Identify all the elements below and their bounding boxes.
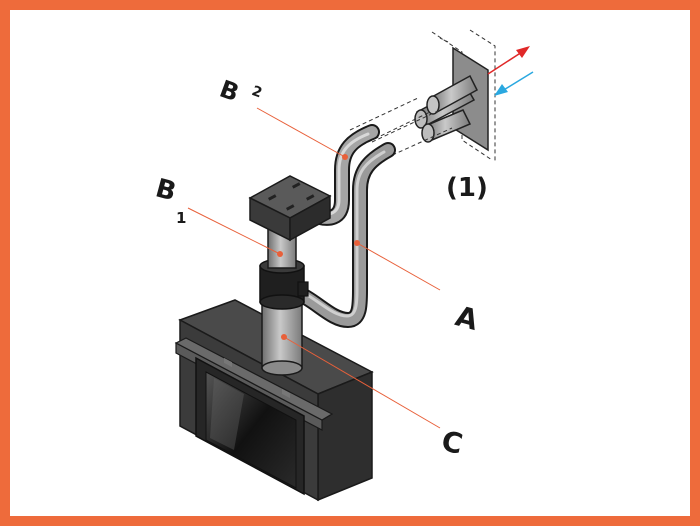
label-a: A xyxy=(452,299,482,337)
leader-dots xyxy=(277,154,360,340)
leader-lines xyxy=(187,107,441,429)
leader-b2 xyxy=(256,107,346,158)
intake-arrowhead xyxy=(494,84,508,96)
leader-b1 xyxy=(187,207,281,255)
leader-a xyxy=(356,242,441,291)
exhaust-arrowhead xyxy=(516,46,530,58)
label-b1-subscript: 1 xyxy=(176,209,186,227)
label-b2-subscript: 2 xyxy=(250,83,265,101)
pipe-a xyxy=(282,142,396,329)
wall-terminal xyxy=(414,29,534,162)
label-b1: B xyxy=(152,173,179,207)
label-c: C xyxy=(439,424,466,461)
junction-box xyxy=(248,175,332,242)
exhaust-arrow xyxy=(487,51,523,75)
connection-guides xyxy=(349,97,453,159)
intake-arrow xyxy=(501,71,534,92)
leader-c xyxy=(283,336,441,429)
label-wall-terminal: (1) xyxy=(446,173,488,203)
label-b2: B xyxy=(216,75,243,108)
